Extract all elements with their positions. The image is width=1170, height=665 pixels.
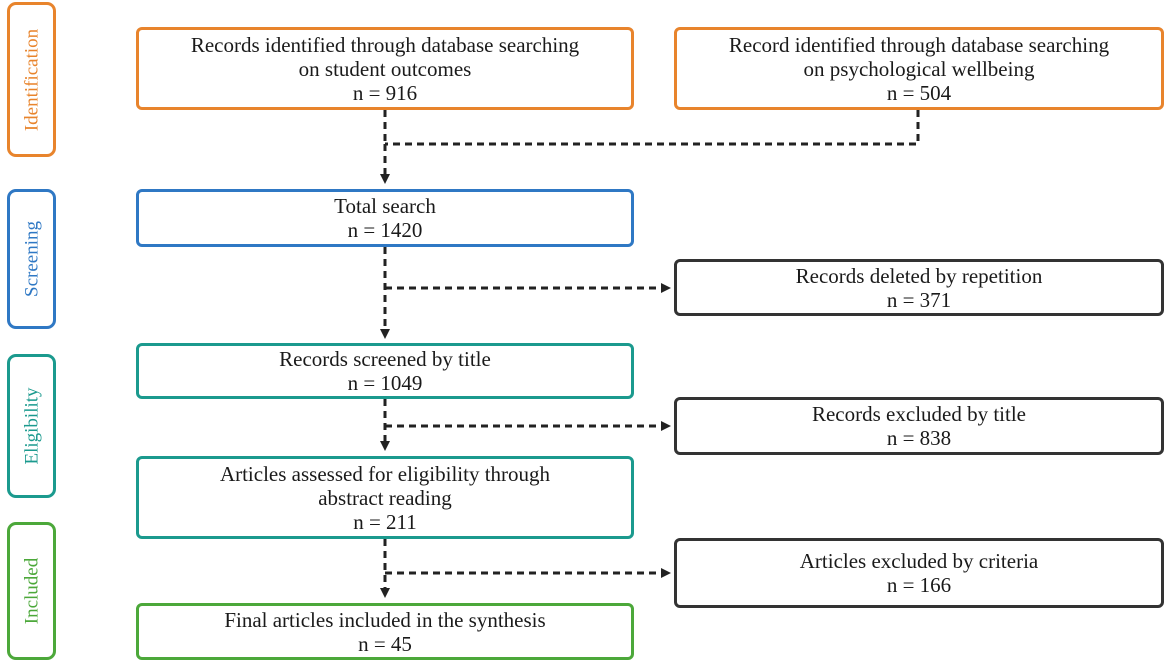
- student-outcomes-count: n = 916: [352, 80, 418, 105]
- phase-identification-label: Identification: [21, 28, 42, 131]
- total-search-line1: Total search: [334, 194, 436, 218]
- phase-screening-label: Screening: [21, 221, 42, 297]
- box-psych-wellbeing: Record identified through database searc…: [674, 27, 1164, 110]
- box-total-search: Total search n = 1420: [136, 189, 634, 247]
- phase-included-label: Included: [21, 557, 42, 625]
- screened-title-count: n = 1049: [347, 371, 423, 395]
- box-articles-excluded-criteria: Articles excluded by criteria n = 166: [674, 538, 1164, 608]
- excluded-criteria-line1: Articles excluded by criteria: [799, 549, 1039, 573]
- final-included-count: n = 45: [358, 631, 412, 656]
- connector-psych-wellbeing-merge: [385, 110, 920, 146]
- assessed-eligibility-line1: Articles assessed for eligibility throug…: [219, 461, 551, 486]
- phase-included: Included: [7, 522, 56, 660]
- box-final-articles-included: Final articles included in the synthesis…: [136, 603, 634, 660]
- box-records-excluded-title: Records excluded by title n = 838: [674, 397, 1164, 455]
- psych-wellbeing-count: n = 504: [886, 80, 952, 105]
- student-outcomes-line2: on student outcomes: [298, 56, 472, 81]
- final-included-line1: Final articles included in the synthesis: [224, 607, 546, 632]
- psych-wellbeing-line1: Record identified through database searc…: [728, 32, 1110, 57]
- assessed-eligibility-count: n = 211: [353, 509, 417, 534]
- deleted-repetition-count: n = 371: [886, 287, 952, 312]
- phase-eligibility: Eligibility: [7, 354, 56, 498]
- box-records-deleted-repetition: Records deleted by repetition n = 371: [674, 259, 1164, 316]
- excluded-title-line1: Records excluded by title: [811, 402, 1027, 426]
- assessed-eligibility-line2: abstract reading: [318, 485, 452, 510]
- excluded-criteria-count: n = 166: [886, 573, 952, 597]
- total-search-count: n = 1420: [347, 218, 423, 242]
- psych-wellbeing-line2: on psychological wellbeing: [803, 56, 1035, 81]
- box-records-screened-title: Records screened by title n = 1049: [136, 343, 634, 399]
- student-outcomes-line1: Records identified through database sear…: [190, 32, 580, 57]
- phase-eligibility-label: Eligibility: [21, 387, 42, 465]
- box-articles-assessed-eligibility: Articles assessed for eligibility throug…: [136, 456, 634, 539]
- box-student-outcomes: Records identified through database sear…: [136, 27, 634, 110]
- phase-identification: Identification: [7, 2, 56, 157]
- deleted-repetition-line1: Records deleted by repetition: [795, 263, 1043, 288]
- phase-screening: Screening: [7, 189, 56, 329]
- screened-title-line1: Records screened by title: [279, 347, 491, 371]
- excluded-title-count: n = 838: [886, 426, 952, 450]
